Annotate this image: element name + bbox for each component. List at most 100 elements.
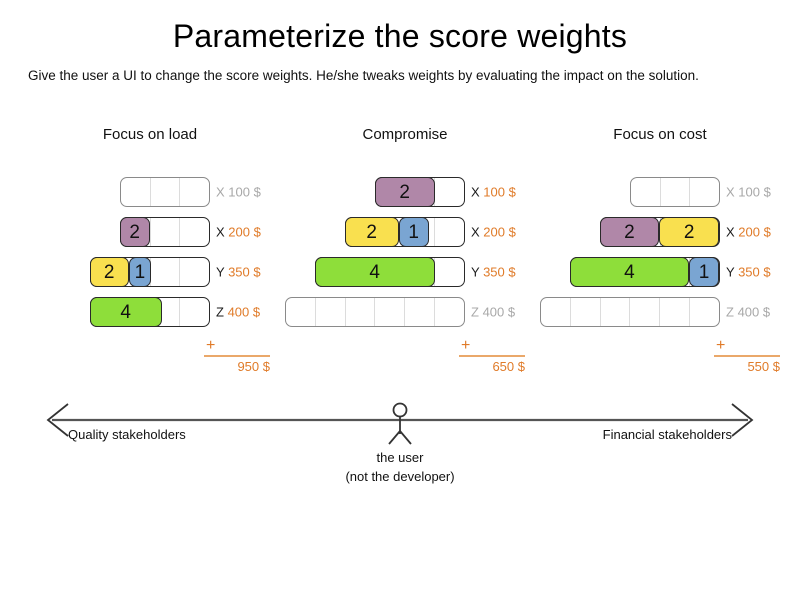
- weight-slider-track[interactable]: X 100 $: [630, 177, 771, 207]
- user-caption: the user (not the developer): [0, 448, 800, 486]
- total-value: 550 $: [747, 359, 780, 374]
- row-amount: 350 $: [228, 264, 261, 280]
- row-letter: Z: [216, 304, 224, 320]
- row-amount: 350 $: [738, 264, 771, 280]
- row-label: X 100 $: [471, 185, 516, 200]
- user-caption-line-2: (not the developer): [345, 469, 455, 484]
- track-segment-lines: [631, 178, 719, 206]
- row-label: Z 400 $: [471, 305, 515, 320]
- row-amount: 400 $: [227, 304, 261, 320]
- row-letter: Z: [471, 304, 479, 320]
- row-letter: Y: [471, 264, 480, 280]
- weight-slider-track[interactable]: 4 Y 350 $: [314, 256, 516, 288]
- weight-row: 4 Z 400 $: [20, 292, 280, 332]
- weight-chip[interactable]: 4: [569, 256, 690, 288]
- weight-row: Z 400 $: [530, 292, 790, 332]
- column-total: +650 $: [425, 338, 535, 378]
- row-amount: 350 $: [483, 264, 516, 280]
- track-segment: [121, 178, 151, 206]
- weight-slider-track[interactable]: 2 X 100 $: [374, 176, 516, 208]
- axis-arrow-icon: [46, 402, 754, 445]
- row-letter: Y: [726, 264, 735, 280]
- row-label: Y 350 $: [216, 265, 261, 280]
- track-segment: [405, 298, 436, 326]
- row-letter: X: [216, 224, 225, 240]
- track-segment: [541, 298, 571, 326]
- weight-chip[interactable]: 2: [344, 216, 399, 248]
- row-letter: Y: [216, 264, 225, 280]
- column-title: Compromise: [362, 126, 448, 143]
- weight-row: Z 400 $: [275, 292, 535, 332]
- weight-slider-track[interactable]: X 100 $: [120, 177, 261, 207]
- row-label: X 200 $: [216, 225, 261, 240]
- total-plus-sign: +: [206, 337, 216, 354]
- row-label: Z 400 $: [726, 305, 770, 320]
- weight-chip[interactable]: 2: [659, 216, 719, 248]
- row-amount: 400 $: [482, 304, 516, 320]
- weight-chip[interactable]: 4: [314, 256, 435, 288]
- weight-chip[interactable]: 1: [128, 256, 152, 288]
- weight-chip[interactable]: 2: [119, 216, 150, 248]
- weight-row: 2 X 100 $: [275, 172, 535, 212]
- row-label: Y 350 $: [471, 265, 516, 280]
- total-rule: [204, 355, 270, 357]
- row-letter: X: [726, 184, 735, 200]
- track-segment: [435, 298, 464, 326]
- weight-row: 4 Y 350 $: [275, 252, 535, 292]
- stakeholder-axis: Quality stakeholders Financial stakehold…: [0, 398, 800, 498]
- weight-slider-track[interactable]: 2 X 200 $: [119, 216, 261, 248]
- track-segment: [690, 178, 719, 206]
- track-segment-lines: [121, 178, 209, 206]
- weight-slider-track[interactable]: 4 Z 400 $: [89, 296, 260, 328]
- track-segment: [601, 298, 631, 326]
- track-segment-lines: [286, 298, 464, 326]
- weight-row: 2 X 200 $: [20, 212, 280, 252]
- row-label: Z 400 $: [216, 305, 260, 320]
- weight-chip[interactable]: 2: [89, 256, 129, 288]
- track-segment: [630, 298, 661, 326]
- row-label: Y 350 $: [726, 265, 771, 280]
- track-segment: [346, 298, 376, 326]
- column-total: +950 $: [170, 338, 280, 378]
- row-label: X 200 $: [726, 225, 771, 240]
- row-amount: 200 $: [738, 224, 771, 240]
- row-label: X 100 $: [726, 185, 771, 200]
- total-value: 950 $: [237, 359, 270, 374]
- track-segment: [631, 178, 661, 206]
- row-letter: Z: [726, 304, 734, 320]
- column-total: +550 $: [680, 338, 790, 378]
- weight-chip[interactable]: 4: [89, 296, 162, 328]
- row-label: X 100 $: [216, 185, 261, 200]
- weight-chip[interactable]: 1: [689, 256, 719, 288]
- weight-slider-track[interactable]: Z 400 $: [285, 297, 515, 327]
- weight-chip[interactable]: 2: [599, 216, 660, 248]
- column-title: Focus on cost: [613, 126, 707, 143]
- weight-chip[interactable]: 2: [374, 176, 435, 208]
- row-amount: 400 $: [737, 304, 771, 320]
- page-subtitle: Give the user a UI to change the score w…: [28, 68, 699, 83]
- track-segment: [180, 178, 209, 206]
- weight-chip[interactable]: 1: [398, 216, 429, 248]
- row-label: X 200 $: [471, 225, 516, 240]
- track-segment: [180, 258, 209, 286]
- total-plus-sign: +: [716, 337, 726, 354]
- track-segment: [286, 298, 316, 326]
- track-segment: [661, 178, 691, 206]
- track-segment: [180, 218, 209, 246]
- weight-slider-track[interactable]: Z 400 $: [540, 297, 770, 327]
- track-segment-lines: [541, 298, 719, 326]
- row-amount: 200 $: [228, 224, 261, 240]
- track-segment: [435, 258, 464, 286]
- row-amount: 200 $: [483, 224, 516, 240]
